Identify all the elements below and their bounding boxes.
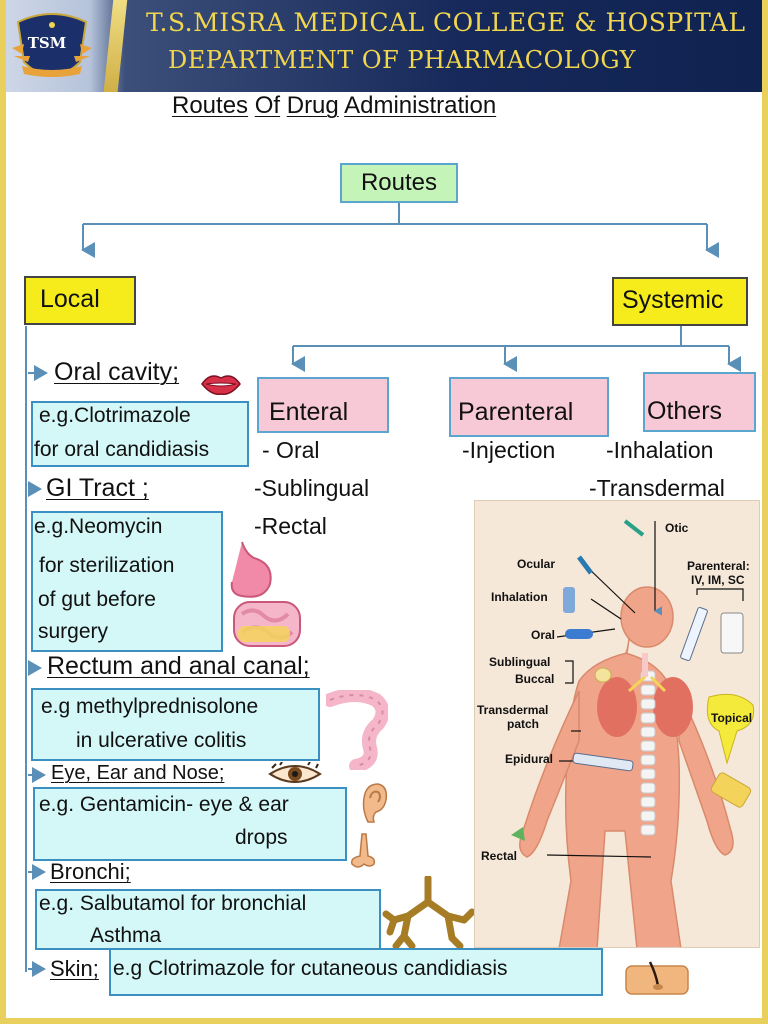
example-bronchi-line-1: e.g. Salbutamol for bronchial: [39, 892, 307, 915]
ear-icon: [362, 783, 388, 823]
local-heading-oral-cavity: Oral cavity;: [54, 358, 180, 386]
example-gi-line-1: e.g.Neomycin: [34, 515, 163, 538]
title-word-4: Administration: [344, 92, 497, 119]
local-box: Local: [24, 276, 136, 325]
others-item-inhalation: -Inhalation: [606, 437, 714, 463]
department-name: DEPARTMENT OF PHARMACOLOGY: [168, 46, 637, 74]
title-word-2: Of: [254, 92, 281, 119]
routes-root-box: Routes: [340, 163, 458, 203]
parenteral-item-injection: -Injection: [462, 437, 556, 463]
example-rectum-line-2: in ulcerative colitis: [76, 729, 247, 752]
lips-icon: [201, 375, 241, 396]
local-heading-eye-ear-nose: Eye, Ear and Nose;: [51, 762, 225, 784]
example-box-oral-cavity: e.g.Clotrimazole for oral candidiasis: [31, 401, 249, 467]
label-otic: Otic: [665, 521, 689, 535]
example-oral-line-1: e.g.Clotrimazole: [39, 404, 191, 427]
enteral-item-sublingual: -Sublingual: [254, 475, 370, 501]
others-box: Others: [643, 372, 756, 432]
example-box-eye-ear-nose: e.g. Gentamicin- eye & ear drops: [33, 787, 347, 861]
local-heading-rectum: Rectum and anal canal;: [47, 652, 310, 680]
label-inhalation: Inhalation: [491, 590, 548, 604]
college-logo-icon: [12, 13, 92, 77]
example-gi-line-2: for sterilization: [39, 554, 175, 577]
systemic-label: Systemic: [622, 286, 724, 314]
example-box-bronchi: e.g. Salbutamol for bronchial Asthma: [35, 889, 381, 950]
logo-text: TSM: [27, 34, 67, 52]
label-buccal: Buccal: [515, 672, 555, 686]
example-eye-line-1: e.g. Gentamicin- eye & ear: [39, 793, 289, 816]
bronchi-icon: [382, 876, 474, 950]
parenteral-box: Parenteral: [449, 377, 609, 437]
example-box-rectum: e.g methylprednisolone in ulcerative col…: [31, 688, 320, 761]
parenteral-label: Parenteral: [458, 398, 574, 426]
enteral-item-rectal: -Rectal: [254, 513, 327, 539]
title-word-1: Routes: [172, 92, 249, 119]
skin-hair-icon: [625, 961, 689, 995]
example-rectum-line-1: e.g methylprednisolone: [41, 695, 259, 718]
label-epidural: Epidural: [505, 752, 554, 766]
college-name: T.S.MISRA MEDICAL COLLEGE & HOSPITAL: [146, 8, 746, 37]
label-rectal: Rectal: [481, 849, 518, 863]
systemic-box: Systemic: [612, 277, 748, 326]
enteral-box: Enteral: [257, 377, 389, 433]
page-title: Routes Of Drug Administration: [172, 92, 496, 120]
example-oral-line-2: for oral candidiasis: [34, 438, 210, 461]
nose-icon: [350, 833, 376, 868]
label-parenteral-2: IV, IM, SC: [691, 573, 745, 587]
label-transdermal-1: Transdermal: [477, 703, 549, 717]
example-gi-line-4: surgery: [38, 620, 109, 643]
enteral-label: Enteral: [269, 398, 349, 426]
example-eye-line-2: drops: [235, 826, 288, 849]
others-item-transdermal: -Transdermal: [589, 475, 725, 501]
example-bronchi-line-2: Asthma: [90, 924, 162, 947]
human-body-routes-illustration: Otic Ocular Inhalation Oral Sublingual B…: [474, 500, 760, 948]
human-body-routes-art: [511, 519, 755, 947]
local-heading-gi-tract: GI Tract ;: [46, 474, 149, 502]
label-oral: Oral: [531, 628, 556, 642]
label-parenteral-1: Parenteral:: [687, 559, 750, 573]
example-skin-line-1: e.g Clotrimazole for cutaneous candidias…: [113, 957, 508, 980]
local-heading-skin: Skin;: [50, 956, 99, 981]
example-box-gi-tract: e.g.Neomycin for sterilization of gut be…: [31, 511, 223, 652]
stomach-intestine-icon: [230, 541, 301, 647]
example-gi-line-3: of gut before: [38, 588, 156, 611]
eye-icon: [268, 762, 322, 783]
label-transdermal-2: patch: [507, 717, 540, 731]
routes-root-label: Routes: [360, 169, 438, 196]
label-sublingual: Sublingual: [489, 655, 551, 669]
header-banner: TSM T.S.MISRA MEDICAL COLLEGE & HOSPITAL…: [0, 0, 768, 92]
label-topical: Topical: [711, 711, 753, 725]
others-label: Others: [647, 397, 723, 425]
local-label: Local: [40, 285, 100, 313]
enteral-item-oral: - Oral: [262, 437, 320, 463]
label-ocular: Ocular: [517, 557, 556, 571]
title-word-3: Drug: [286, 92, 339, 119]
local-heading-bronchi: Bronchi;: [50, 859, 131, 884]
example-box-skin: e.g Clotrimazole for cutaneous candidias…: [109, 948, 603, 996]
colon-icon: [326, 690, 388, 770]
